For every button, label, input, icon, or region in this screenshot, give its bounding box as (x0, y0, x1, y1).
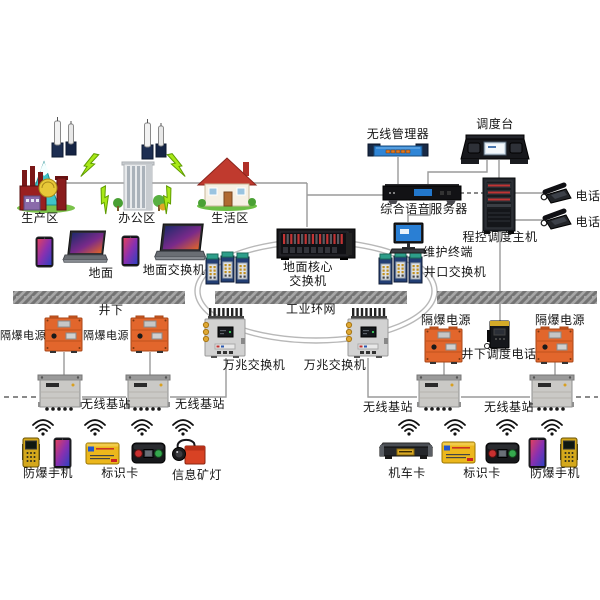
label-voice-server: 综合语音服务器 (380, 202, 468, 216)
switch-10g-icon (345, 307, 389, 359)
base-station-icon (125, 374, 171, 412)
dispatch-console-icon (460, 134, 530, 164)
factory-icon (17, 160, 75, 213)
label-ground-core-switch-1: 地面核心 (282, 260, 333, 274)
wifi-icon (32, 419, 54, 437)
label-flameproof-power-2: 隔爆电源 (83, 329, 129, 342)
flameproof-power-icon (424, 326, 463, 365)
flameproof-power-icon (535, 326, 574, 365)
label-explosionproof-phone-right: 防爆手机 (529, 466, 580, 480)
locomotive-card-icon (379, 442, 433, 460)
house-icon (196, 157, 258, 211)
antenna-tower-icon (51, 116, 77, 158)
office-building-icon (113, 161, 167, 211)
label-maintenance-terminal: 维护终端 (422, 245, 473, 259)
voice-server-icon (382, 184, 462, 204)
label-flameproof-power-4: 隔爆电源 (534, 313, 585, 327)
smartphone-icon (35, 236, 54, 268)
label-telephone-2: 电话 (575, 215, 600, 229)
base-station-icon (416, 374, 462, 412)
label-base-station-4: 无线基站 (483, 400, 534, 414)
label-living-area: 生活区 (211, 211, 249, 225)
lightning-bolt-icon (93, 185, 118, 215)
explosionproof-phone-icon (21, 437, 41, 468)
label-underground-dispatch-phone: 井下调度电话 (461, 347, 537, 361)
label-wireless-manager: 无线管理器 (366, 127, 430, 141)
wifi-icon (172, 419, 194, 437)
wifi-icon (496, 419, 518, 437)
label-ground-switch: 地面交换机 (142, 263, 206, 277)
wifi-icon (84, 419, 106, 437)
label-ground-core-switch-2: 交换机 (289, 274, 327, 288)
connection-lines (30, 157, 544, 321)
wellhead-switch-icon (379, 252, 422, 284)
label-info-mine-lamp: 信息矿灯 (171, 468, 222, 482)
telephone-icon (541, 211, 571, 229)
wifi-icon (444, 419, 466, 437)
label-base-station-3: 无线基站 (362, 400, 413, 414)
label-office-area: 办公区 (118, 211, 156, 225)
explosionproof-phone-icon (559, 437, 579, 468)
laptop-icon (154, 223, 206, 261)
base-station-icon (37, 374, 83, 412)
smartphone-icon (53, 437, 72, 469)
label-flameproof-power-3: 隔爆电源 (420, 313, 471, 327)
id-tag-device-icon (131, 442, 166, 464)
label-production-area: 生产区 (21, 211, 59, 225)
flameproof-power-icon (130, 315, 169, 354)
label-dispatch-host: 程控调度主机 (462, 230, 538, 244)
wifi-icon (398, 419, 420, 437)
label-switch-10g-left: 万兆交换机 (222, 358, 286, 372)
label-base-station-1: 无线基站 (80, 397, 131, 411)
wifi-icon (541, 419, 563, 437)
lightning-bolt-icon (166, 151, 186, 180)
mine-lamp-icon (171, 438, 206, 465)
label-explosionproof-phone-left: 防爆手机 (22, 466, 73, 480)
underground-links (63, 352, 556, 398)
label-industrial-ring: 工业环网 (285, 302, 336, 316)
smartphone-icon (121, 235, 140, 267)
telephone-icon (541, 185, 571, 203)
label-switch-10g-right: 万兆交换机 (303, 358, 367, 372)
flameproof-power-icon (44, 315, 83, 354)
ground-surface-bars (13, 291, 597, 304)
label-telephone-1: 电话 (575, 189, 600, 203)
label-ground: 地面 (88, 266, 114, 280)
ground-core-switch-icon (276, 228, 356, 260)
id-tag-device-icon (485, 442, 520, 464)
label-wellhead-switch: 井口交换机 (423, 265, 487, 279)
lightning-bolt-icon (80, 151, 100, 180)
smartphone-icon (528, 437, 547, 469)
wifi-icon (131, 419, 153, 437)
label-underground: 井下 (98, 303, 124, 317)
base-station-icon (529, 374, 575, 412)
maintenance-terminal-icon (389, 222, 427, 254)
switch-10g-icon (202, 307, 246, 359)
ground-switch-icon (206, 252, 249, 284)
label-id-card-left: 标识卡 (101, 466, 139, 480)
dispatch-host-rack-icon (482, 177, 516, 234)
underground-dispatch-phone-icon (484, 320, 510, 352)
laptop-icon (62, 230, 108, 263)
antenna-tower-icon (141, 118, 167, 160)
dashed-links (4, 192, 598, 398)
label-locomotive-card: 机车卡 (388, 466, 426, 480)
label-dispatch-console: 调度台 (476, 117, 514, 131)
label-id-card-right: 标识卡 (463, 466, 501, 480)
label-base-station-2: 无线基站 (174, 397, 225, 411)
label-flameproof-power-1: 隔爆电源 (0, 329, 46, 342)
wireless-manager-icon (367, 143, 429, 157)
id-card-icon (441, 441, 476, 464)
id-card-icon (85, 442, 120, 465)
